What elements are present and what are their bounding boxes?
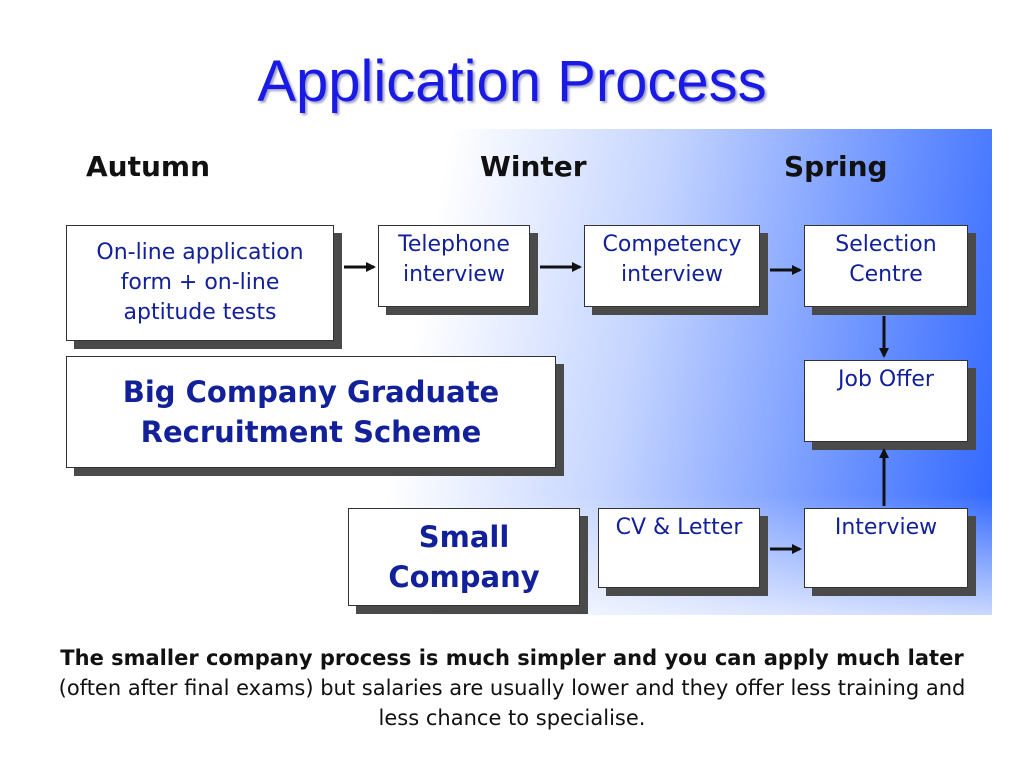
box-job-offer: Job Offer — [804, 360, 968, 442]
page-title: Application Process — [257, 49, 767, 114]
box-small-company-label: Small Company — [388, 520, 540, 594]
box-cv-letter: CV & Letter — [598, 508, 760, 588]
box-small-company: Small Company — [348, 508, 580, 606]
box-selection-centre: Selection Centre — [804, 225, 968, 307]
summary-caption-bold: The smaller company process is much simp… — [60, 646, 964, 670]
box-big-company-scheme: Big Company Graduate Recruitment Scheme — [66, 356, 556, 468]
box-online-application-label: On-line application form + on-line aptit… — [96, 240, 304, 325]
box-online-application: On-line application form + on-line aptit… — [66, 225, 334, 341]
season-autumn: Autumn — [86, 150, 211, 183]
box-interview-label: Interview — [834, 515, 938, 540]
box-interview: Interview — [804, 508, 968, 588]
summary-caption: The smaller company process is much simp… — [40, 643, 984, 733]
box-cv-letter-label: CV & Letter — [615, 515, 743, 540]
summary-caption-normal: (often after final exams) but salaries a… — [58, 676, 966, 730]
season-winter: Winter — [480, 150, 587, 183]
box-telephone-interview-label: Telephone interview — [398, 232, 510, 287]
box-job-offer-label: Job Offer — [838, 367, 934, 392]
box-competency-interview-label: Competency interview — [602, 232, 742, 287]
box-telephone-interview: Telephone interview — [378, 225, 530, 307]
box-big-company-scheme-label: Big Company Graduate Recruitment Scheme — [122, 375, 500, 449]
box-competency-interview: Competency interview — [584, 225, 760, 307]
box-selection-centre-label: Selection Centre — [835, 232, 937, 287]
season-spring: Spring — [784, 150, 888, 183]
